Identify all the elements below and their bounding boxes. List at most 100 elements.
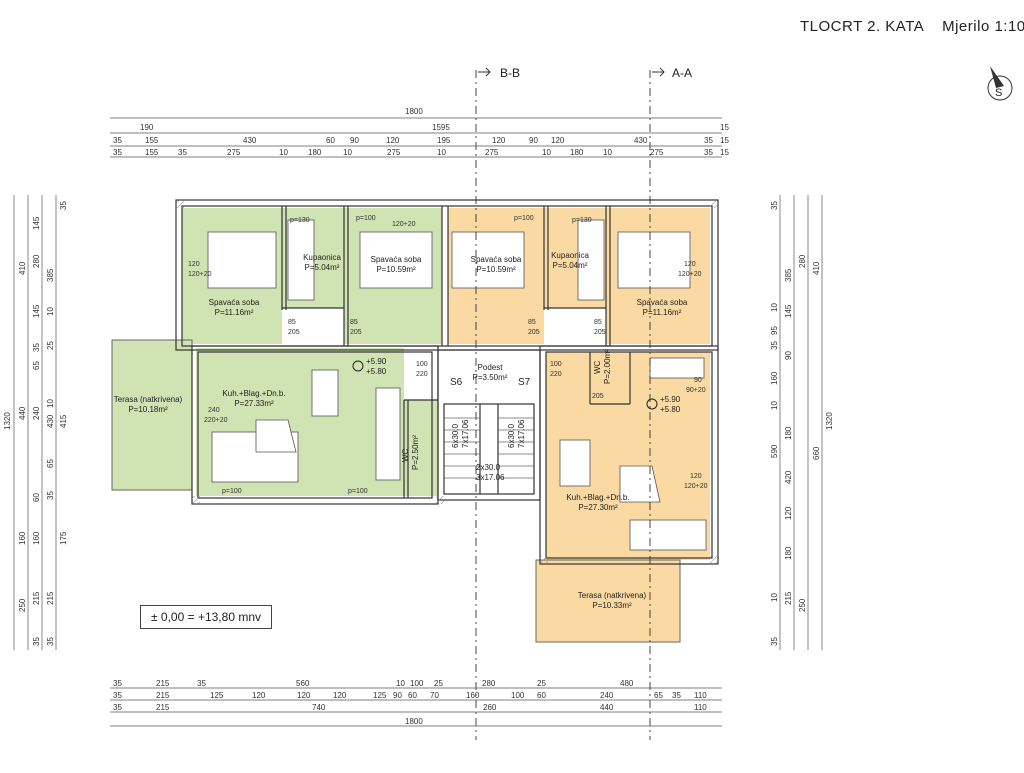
svg-text:120: 120: [333, 691, 347, 700]
svg-text:420: 420: [784, 470, 793, 484]
room-dimensions: p=130 p=100 120+20 120 120+20 85 205 85 …: [188, 215, 708, 495]
svg-text:90: 90: [350, 136, 359, 145]
svg-text:35: 35: [113, 679, 122, 688]
svg-text:100: 100: [416, 361, 428, 368]
svg-text:120: 120: [188, 261, 200, 268]
svg-text:85: 85: [350, 319, 358, 326]
section-arrows: [478, 67, 665, 77]
svg-text:35: 35: [197, 679, 206, 688]
svg-text:155: 155: [145, 148, 159, 157]
room-area-left-terrace: P=10.18m²: [128, 405, 168, 414]
bath-tub-right: [577, 219, 605, 301]
svg-text:+5.80: +5.80: [366, 367, 387, 376]
room-name-right-bath: Kupaonica: [551, 251, 589, 260]
svg-text:220: 220: [416, 371, 428, 378]
svg-text:590: 590: [770, 444, 779, 458]
north-label: S: [995, 87, 1002, 99]
svg-text:215: 215: [156, 679, 170, 688]
svg-text:10: 10: [542, 148, 551, 157]
room-name-right-bed-2: Spavaća soba: [637, 298, 688, 307]
table-left: [311, 369, 339, 417]
svg-text:110: 110: [694, 703, 707, 712]
svg-text:220: 220: [550, 371, 562, 378]
title-text: TLOCRT 2. KATA: [800, 18, 924, 35]
svg-text:S7: S7: [518, 377, 531, 388]
svg-text:205: 205: [528, 329, 540, 336]
bed-right-2: [617, 231, 691, 289]
svg-text:215: 215: [156, 691, 170, 700]
level-note: ± 0,00 = +13,80 mnv: [140, 605, 272, 629]
svg-text:240: 240: [600, 691, 614, 700]
svg-text:10: 10: [437, 148, 446, 157]
bed-right-1: [451, 231, 525, 289]
room-name-landing: Podest: [478, 363, 504, 372]
svg-text:180: 180: [784, 546, 793, 560]
svg-text:p=100: p=100: [356, 215, 376, 222]
svg-text:p=130: p=130: [290, 217, 310, 224]
room-name-right-kitchen: Kuh.+Blag.+Dn.b.: [566, 493, 629, 502]
svg-text:90: 90: [694, 377, 702, 384]
svg-text:10: 10: [603, 148, 612, 157]
svg-text:415: 415: [59, 414, 68, 428]
island-right: [619, 465, 661, 503]
svg-text:215: 215: [32, 591, 41, 605]
svg-text:6x30.0: 6x30.0: [451, 423, 460, 448]
room-area-right-bed-1: P=10.59m²: [476, 265, 516, 274]
room-name-right-bed-1: Spavaća soba: [471, 255, 522, 264]
svg-text:125: 125: [210, 691, 224, 700]
svg-text:100: 100: [550, 361, 562, 368]
elevation-markers: +5.90 +5.80 +5.90 +5.80: [352, 357, 681, 414]
sofa-right: [629, 519, 707, 551]
svg-text:430: 430: [243, 136, 257, 145]
svg-text:60: 60: [32, 493, 41, 502]
room-labels: Spavaća soba P=11.16m² Kupaonica P=5.04m…: [114, 251, 688, 610]
left-wc-fill: [404, 400, 438, 496]
kitchen-counter-left: [375, 387, 401, 481]
svg-text:240: 240: [208, 407, 220, 414]
room-area-left-bath: P=5.04m²: [305, 263, 340, 272]
svg-text:280: 280: [482, 679, 496, 688]
svg-text:35: 35: [46, 637, 55, 646]
svg-text:10: 10: [396, 679, 405, 688]
svg-text:10: 10: [770, 303, 779, 312]
svg-text:65: 65: [654, 691, 663, 700]
svg-text:430: 430: [46, 414, 55, 428]
svg-text:15: 15: [720, 136, 729, 145]
svg-text:+5.80: +5.80: [660, 405, 681, 414]
svg-text:205: 205: [350, 329, 362, 336]
dims-bottom: 35 215 35 560 10 100 25 280 25 480 35 21…: [113, 679, 707, 726]
svg-text:120+20: 120+20: [678, 271, 702, 278]
svg-text:120: 120: [684, 261, 696, 268]
svg-text:6x30.0: 6x30.0: [507, 423, 516, 448]
svg-text:275: 275: [227, 148, 241, 157]
svg-text:35: 35: [704, 136, 713, 145]
svg-text:100: 100: [511, 691, 525, 700]
room-name-left-bed-1: Spavaća soba: [209, 298, 260, 307]
svg-text:125: 125: [373, 691, 387, 700]
svg-text:275: 275: [650, 148, 664, 157]
svg-text:60: 60: [326, 136, 335, 145]
svg-text:205: 205: [594, 329, 606, 336]
svg-text:25: 25: [46, 341, 55, 350]
bath-tub-left: [287, 219, 315, 301]
svg-text:35: 35: [770, 341, 779, 350]
svg-text:p=100: p=100: [222, 488, 242, 495]
bed-left-2: [359, 231, 433, 289]
svg-text:P=2.50m²: P=2.50m²: [411, 435, 420, 470]
room-name-left-bath: Kupaonica: [303, 253, 341, 262]
svg-text:120: 120: [492, 136, 506, 145]
svg-text:215: 215: [156, 703, 170, 712]
svg-text:195: 195: [437, 136, 451, 145]
svg-text:85: 85: [288, 319, 296, 326]
svg-text:7x17.06: 7x17.06: [517, 419, 526, 448]
svg-text:250: 250: [798, 598, 807, 612]
svg-text:145: 145: [784, 304, 793, 318]
svg-text:p=130: p=130: [572, 217, 592, 224]
wall-hatching: [176, 200, 718, 564]
svg-text:15: 15: [720, 148, 729, 157]
svg-text:250: 250: [18, 598, 27, 612]
svg-text:S6: S6: [450, 377, 463, 388]
svg-text:35: 35: [32, 637, 41, 646]
svg-text:100: 100: [410, 679, 424, 688]
svg-text:35: 35: [672, 691, 681, 700]
